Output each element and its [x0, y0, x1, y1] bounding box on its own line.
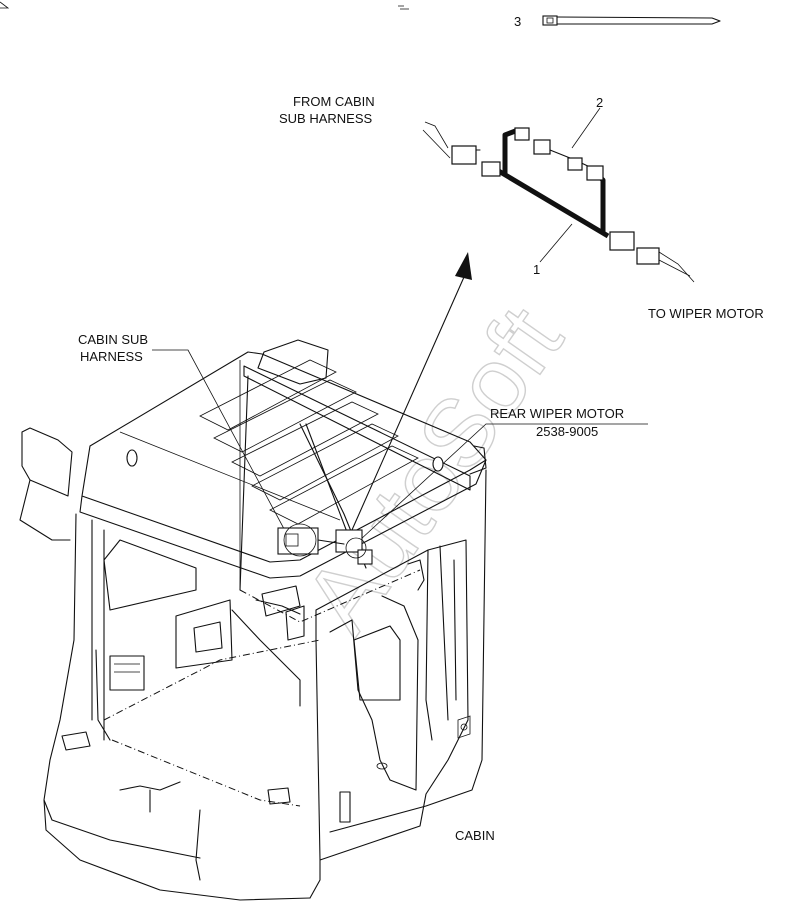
- watermark-text: AutoSoft: [284, 288, 583, 651]
- cabin-illustration: [19, 339, 487, 901]
- cabin-label: CABIN: [455, 828, 495, 843]
- item-1-label: 1: [533, 262, 540, 277]
- from-cabin-label-line1: FROM CABIN: [293, 94, 375, 109]
- rear-wiper-label-line2: 2538-9005: [536, 424, 598, 439]
- cabin-sub-label-line2: HARNESS: [80, 349, 143, 364]
- cabin-sub-leader: [152, 349, 291, 541]
- item-3-label: 3: [514, 14, 521, 29]
- rear-wiper-leader: [359, 423, 648, 541]
- to-wiper-motor-label: TO WIPER MOTOR: [648, 306, 764, 321]
- corner-marks: [0, 1, 409, 10]
- cable-tie-part: [542, 15, 721, 26]
- from-cabin-label-line2: SUB HARNESS: [279, 111, 373, 126]
- item-2-label: 2: [596, 95, 603, 110]
- detail-arrow: [343, 252, 472, 549]
- cabin-sub-label-line1: CABIN SUB: [78, 332, 148, 347]
- rear-wiper-label-line1: REAR WIPER MOTOR: [490, 406, 624, 421]
- wire-harness-detail: [422, 107, 695, 283]
